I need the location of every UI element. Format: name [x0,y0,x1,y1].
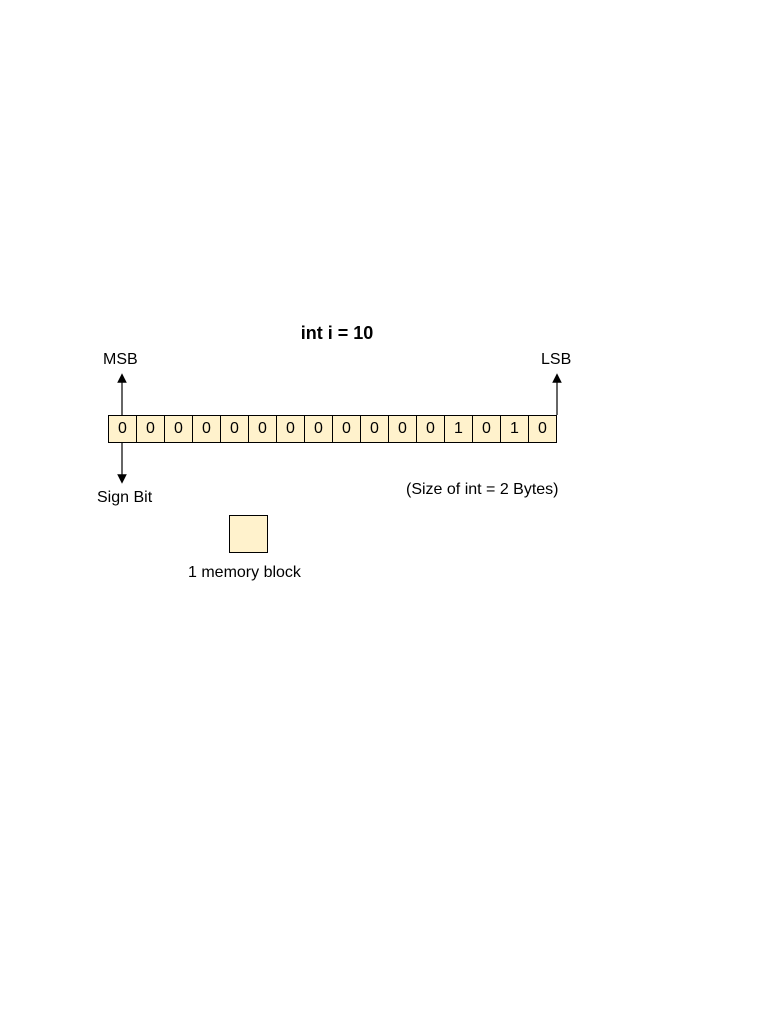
bit-cell: 0 [164,415,193,443]
bit-cell: 1 [444,415,473,443]
legend-label: 1 memory block [188,564,301,581]
sign-bit-label: Sign Bit [97,489,153,506]
lsb-label: LSB [541,351,572,368]
bit-cell: 0 [472,415,501,443]
bit-cell: 0 [304,415,333,443]
bit-cell: 0 [332,415,361,443]
bit-cell: 0 [192,415,221,443]
diagram-title: int i = 10 [300,323,374,343]
bit-cell: 0 [360,415,389,443]
bit-cell: 0 [136,415,165,443]
bit-cell: 0 [528,415,557,443]
legend-memory-block [229,515,268,553]
bit-cell: 0 [248,415,277,443]
msb-label: MSB [103,351,138,368]
bit-cell: 0 [416,415,445,443]
bit-cell: 0 [388,415,417,443]
bit-cell: 0 [220,415,249,443]
bit-cell: 0 [276,415,305,443]
bit-cell: 1 [500,415,529,443]
size-note: (Size of int = 2 Bytes) [406,481,559,498]
bit-cell: 0 [108,415,137,443]
